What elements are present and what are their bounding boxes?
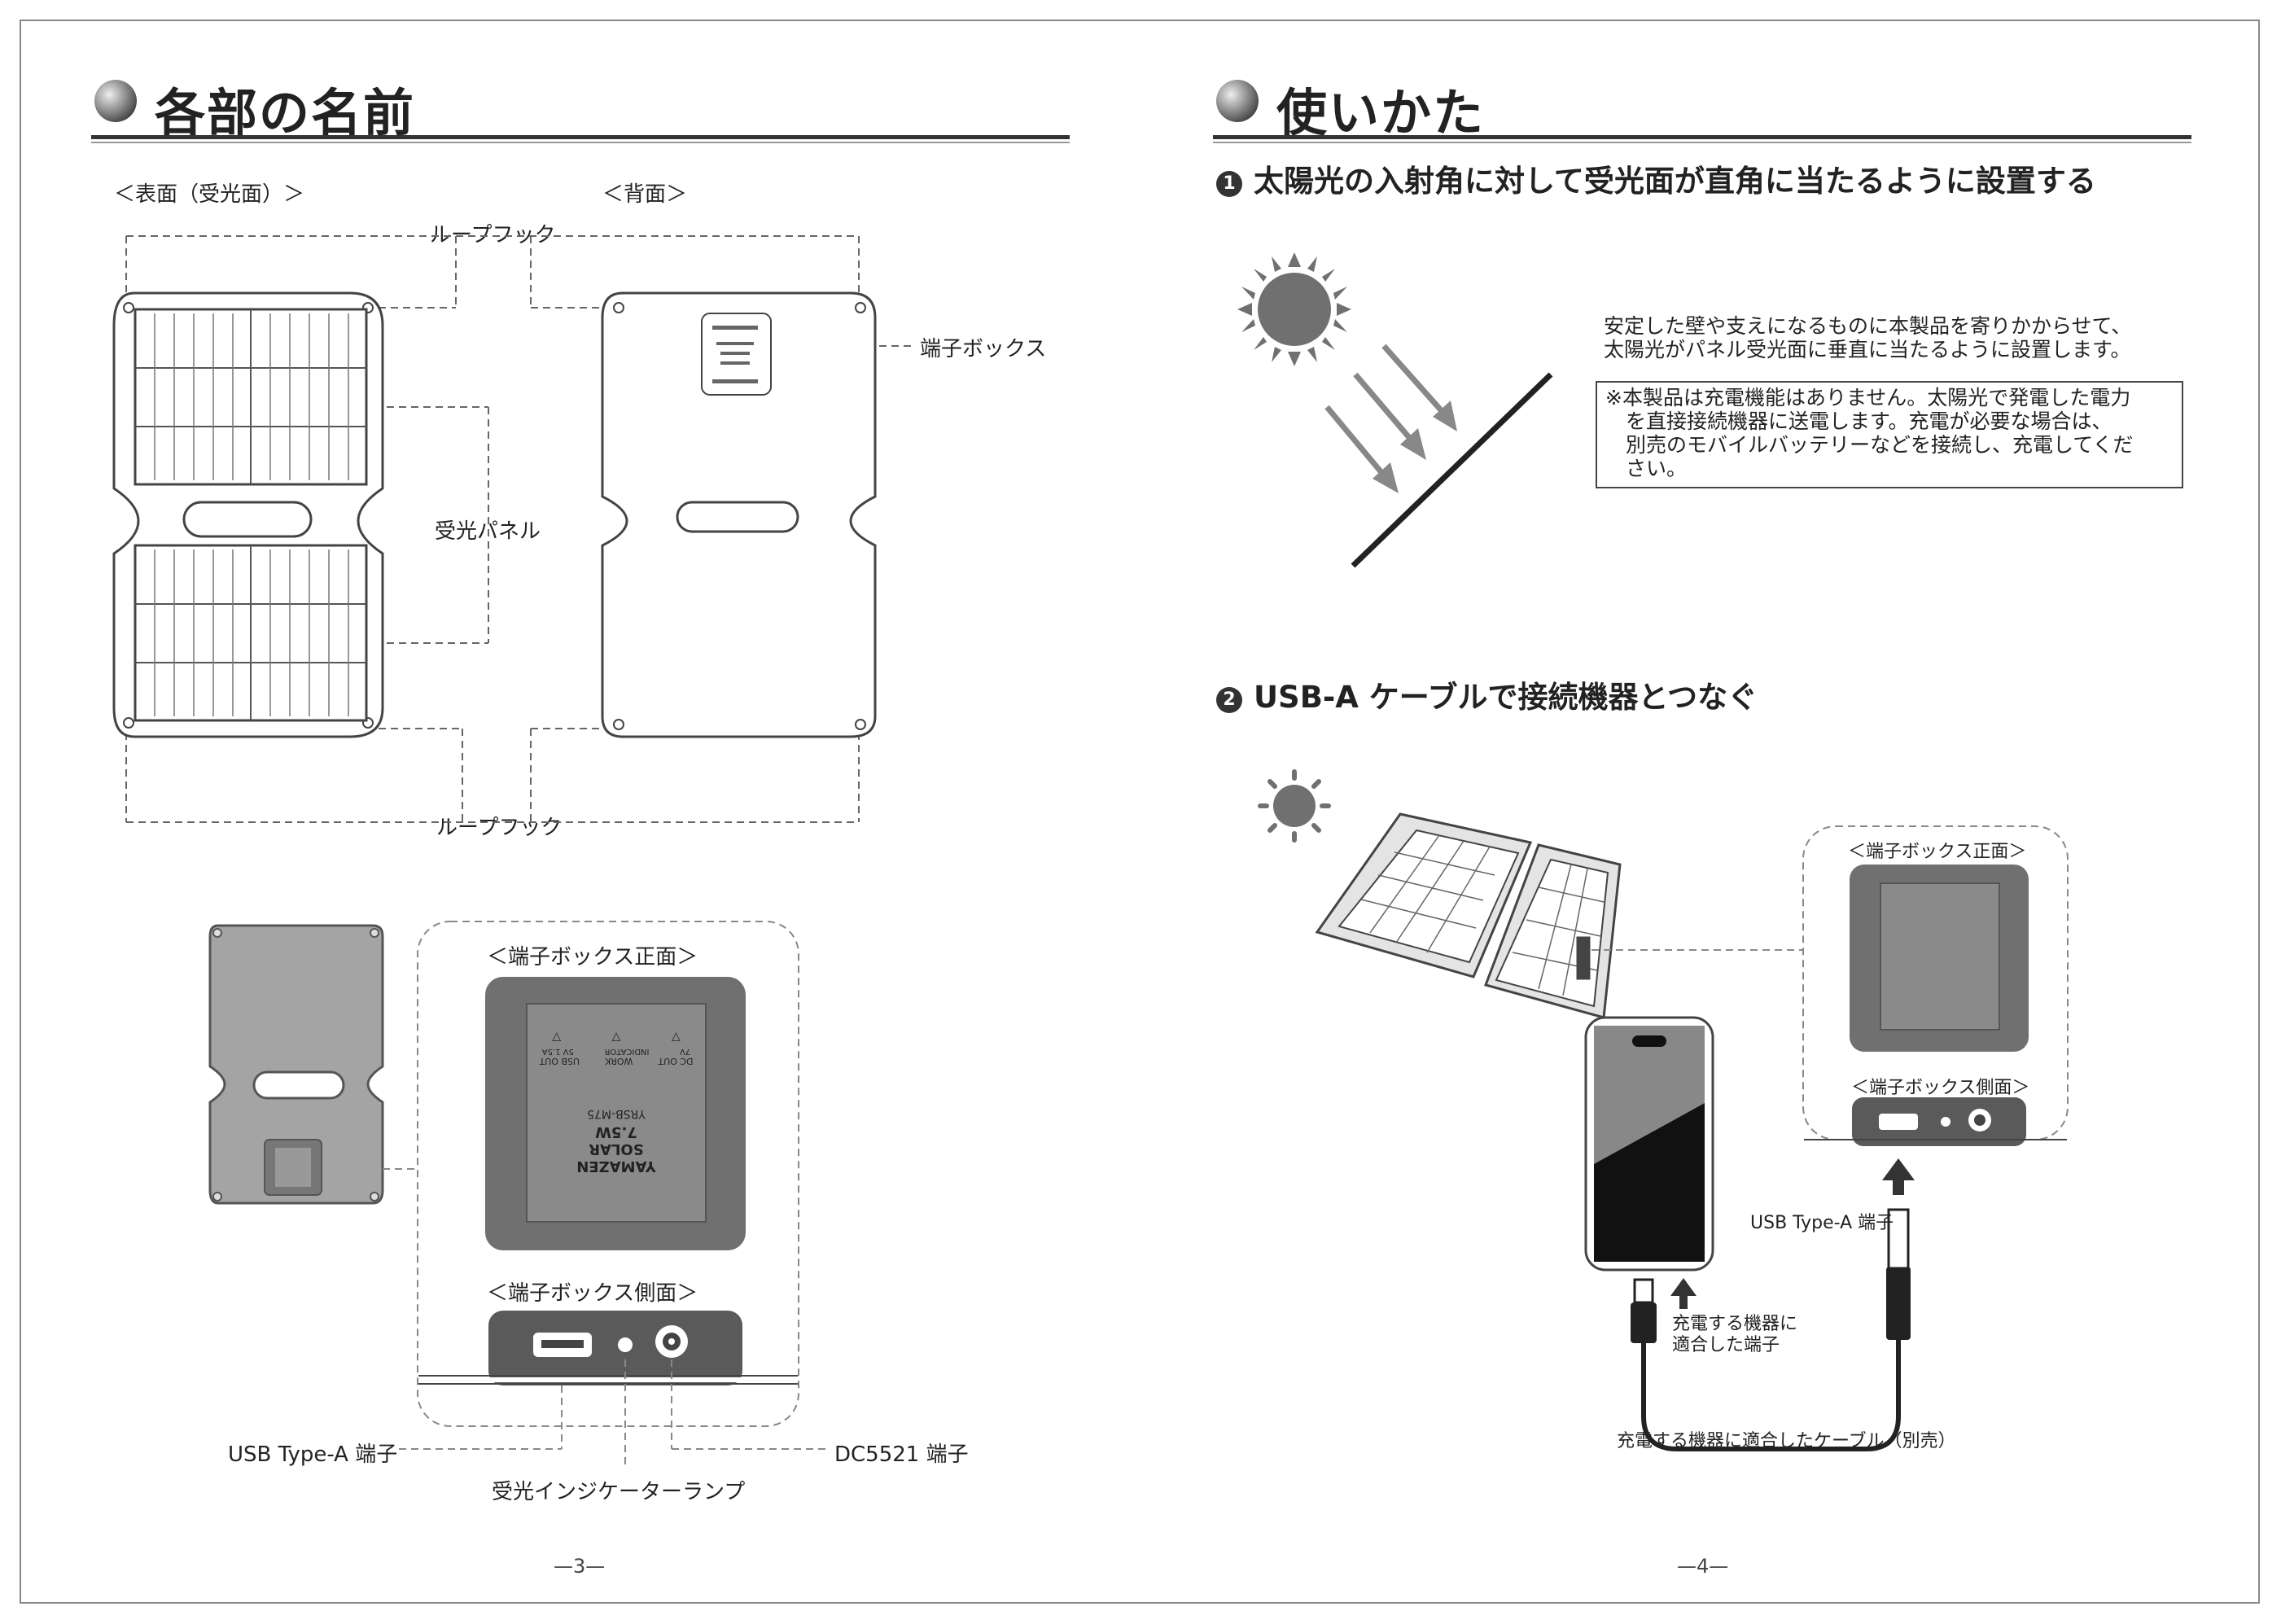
device-port-line: 充電する機器に <box>1672 1314 1798 1334</box>
terminal-box-detail <box>208 921 826 1465</box>
page-frame <box>20 20 2260 1604</box>
step2-heading: 2 USB-A ケーブルで接続機器とつなぐ <box>1216 672 1758 716</box>
step2-diagram <box>1258 769 2069 1451</box>
step1-number: 1 <box>1216 171 1242 197</box>
small-sun-icon <box>1258 769 1331 843</box>
step1-heading-text: 太陽光の入射角に対して受光面が直角に当たるように設置する <box>1254 164 2096 199</box>
box-spec-usb: 5V 1.5A <box>541 1047 574 1056</box>
step2-box-front-title: ＜端子ボックス正面＞ <box>1848 842 2027 862</box>
step2-device-port-label: 充電する機器に 適合した端子 <box>1672 1314 1797 1356</box>
step2-number: 2 <box>1216 687 1242 713</box>
step1-note-line: さい。 <box>1605 457 1688 480</box>
sunlight-arrows <box>1324 344 1457 493</box>
up-arrows <box>1670 1158 1915 1309</box>
box-port-work: WORK <box>605 1056 633 1066</box>
usb-label: USB Type-A 端子 <box>228 1442 398 1467</box>
step1-note-box: ※本製品は充電機能はありません。太陽光で発電した電力 を直接接続機器に送電します… <box>1596 381 2183 488</box>
front-view-label: ＜表面（受光面）＞ <box>114 182 305 207</box>
step1-para-line: 安定した壁や支えになるものに本製品を寄りかからせて、 <box>1604 314 2132 338</box>
box-spec-work: INDICATOR <box>604 1047 650 1056</box>
right-title-rule <box>1213 135 2191 139</box>
step1-diagram <box>1237 252 1553 568</box>
sphere-bullet-icon <box>94 80 137 122</box>
back-panel <box>601 291 877 738</box>
step1-note-line: を直接接続機器に送電します。充電が必要な場合は、 <box>1605 409 2112 433</box>
box-front-title: ＜端子ボックス正面＞ <box>487 945 698 970</box>
terminal-box-label: 端子ボックス <box>920 337 1047 361</box>
cable-label: 充電する機器に適合したケーブル（別売） <box>1617 1431 1956 1451</box>
folded-panel <box>1315 812 1622 1019</box>
box-port-dc: DC OUT <box>658 1056 694 1066</box>
loop-hook-top-label: ループフック <box>425 218 561 248</box>
left-title-rule <box>91 135 1070 139</box>
step2-box-side-title: ＜端子ボックス側面＞ <box>1851 1078 2030 1098</box>
sun-icon <box>1237 252 1351 366</box>
device-port-line: 適合した端子 <box>1672 1335 1780 1355</box>
step1-heading: 1 太陽光の入射角に対して受光面が直角に当たるように設置する <box>1216 156 2096 200</box>
cable <box>1631 1208 1911 1451</box>
box-front-print: YAMAZEN SOLAR 7.5W YRSB-M75 DC OUT WORK … <box>527 1004 706 1222</box>
box-port-usb: USB OUT <box>539 1056 580 1066</box>
back-view-label: ＜背面＞ <box>602 182 688 207</box>
box-brand: YAMAZEN <box>576 1158 656 1175</box>
page-number-right: —4— <box>1677 1555 1729 1578</box>
box-side-title: ＜端子ボックス側面＞ <box>487 1281 698 1306</box>
step1-paragraph: 安定した壁や支えになるものに本製品を寄りかからせて、 太陽光がパネル受光面に垂直… <box>1604 314 2190 361</box>
box-side <box>488 1311 742 1385</box>
lamp-label: 受光インジケーターランプ <box>492 1480 746 1504</box>
gray-back-panel <box>208 924 384 1205</box>
front-panel <box>112 291 384 738</box>
panel-diagram <box>112 235 912 823</box>
box-solar: SOLAR <box>589 1140 644 1158</box>
smartphone-icon <box>1584 1016 1714 1272</box>
box-watt: 7.5W <box>595 1123 637 1140</box>
right-title-text: 使いかた <box>1276 83 1486 142</box>
page-number-left: —3— <box>554 1555 606 1578</box>
step2-usb-label: USB Type-A 端子 <box>1750 1213 1894 1233</box>
step1-note-line: ※本製品は充電機能はありません。太陽光で発電した電力 <box>1605 386 2131 409</box>
box-spec-dc: 7V <box>680 1047 691 1056</box>
step1-note-line: 別売のモバイルバッテリーなどを接続し、充電してくだ <box>1605 433 2134 457</box>
left-title-text: 各部の名前 <box>155 83 416 142</box>
step2-heading-text: USB-A ケーブルで接続機器とつなぐ <box>1254 680 1758 715</box>
box-model: YRSB-M75 <box>587 1107 646 1120</box>
sphere-bullet-icon <box>1216 80 1259 122</box>
dc-label: DC5521 端子 <box>834 1442 969 1467</box>
loop-hook-bottom-label: ループフック <box>431 811 567 841</box>
step1-para-line: 太陽光がパネル受光面に垂直に当たるように設置します。 <box>1604 338 2131 361</box>
box-front <box>485 977 746 1250</box>
